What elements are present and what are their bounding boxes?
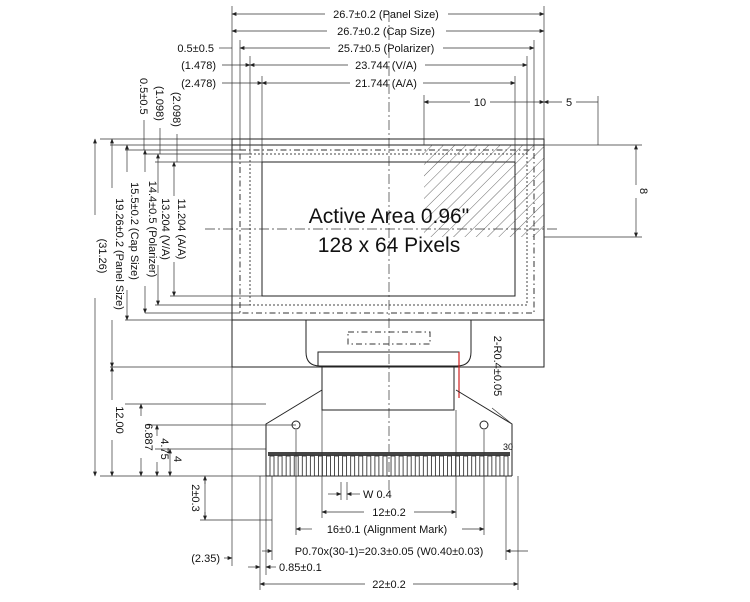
fpc-stiffener <box>321 365 455 411</box>
dim-235: (2.35) <box>191 553 220 565</box>
fpc-tail <box>265 389 513 477</box>
dim-panel-size: 26.7±0.2 (Panel Size) <box>333 9 439 21</box>
pin-14 <box>374 455 380 477</box>
dim-va: 23.744 (V/A) <box>355 60 417 72</box>
dim-22: 22±0.2 <box>372 579 406 591</box>
pin-30 <box>503 455 509 477</box>
pin-26 <box>471 455 477 477</box>
dim-aa-offset: (2.478) <box>181 78 216 90</box>
dim-left-cap: 15.5±0.2 (Cap Size) <box>128 182 140 280</box>
pin-15 <box>382 455 388 477</box>
pin-22 <box>439 455 444 477</box>
dim-corner-radius: 2-R0.4±0.05 <box>491 336 503 396</box>
pin-12 <box>358 455 364 477</box>
dim-12: 12±0.2 <box>372 507 406 519</box>
dim-left-total: (31.26) <box>96 239 108 274</box>
alignment-mark-right <box>479 420 489 430</box>
pin-10 <box>342 455 348 477</box>
pin-header-band <box>268 452 510 456</box>
driver-ic-outline <box>347 331 431 345</box>
dim-left-va-offset: (1.098) <box>153 86 165 121</box>
dim-aa: 21.744 (A/A) <box>355 78 417 90</box>
dim-left-aa-offset: (2.098) <box>170 92 182 127</box>
dim-pitch: P0.70x(30-1)=20.3±0.05 (W0.40±0.03) <box>295 546 484 558</box>
dim-cap-size: 26.7±0.2 (Cap Size) <box>337 26 435 38</box>
pin-3 <box>285 455 291 477</box>
dim-w: W 0.4 <box>363 489 392 501</box>
pin-8 <box>326 455 331 477</box>
fpc-bond-area <box>305 319 472 367</box>
dim-left-panel: 19.26±0.2 (Panel Size) <box>113 198 125 310</box>
hatch-zone <box>424 145 544 237</box>
dim-hatch-height: 8 <box>637 188 649 194</box>
pin-9 <box>334 455 339 477</box>
pin-6 <box>309 455 315 477</box>
dim-left-pol-offset: 0.5±0.5 <box>137 78 149 115</box>
dim-fpc-length: 12.00 <box>113 406 125 434</box>
dim-6887: 6.887 <box>142 423 154 451</box>
pin-21 <box>430 455 436 477</box>
pin-7 <box>318 455 323 477</box>
pin-24 <box>455 455 460 477</box>
bottom-dimensions: 2±0.3 W 0.4 12±0.2 16±0.1 (Alignment Mar… <box>189 367 528 591</box>
dim-hatch-width: 10 <box>474 97 486 109</box>
dim-va-offset: (1.478) <box>181 60 216 72</box>
pixel-count: 128 x 64 Pixels <box>318 234 460 257</box>
polarizer-outline <box>239 149 535 314</box>
dim-085: 0.85±0.1 <box>279 562 322 574</box>
pin-20 <box>422 455 428 477</box>
dim-left-aa: 11.204 (A/A) <box>175 199 187 260</box>
dim-475: 4.75 <box>158 438 170 459</box>
pin-5 <box>301 455 307 477</box>
dim-polarizer: 25.7±0.5 (Polarizer) <box>338 43 435 55</box>
pin-16 <box>390 455 396 477</box>
active-area-title: Active Area 0.96" <box>309 205 469 228</box>
pin-13 <box>366 455 372 477</box>
right-dimensions: 8 2-R0.4±0.05 <box>491 144 649 425</box>
left-dimensions: 11.204 (A/A) 13.204 (V/A) 14.4±0.5 (Pola… <box>93 78 296 477</box>
dim-hatch-margin: 5 <box>566 97 572 109</box>
dim-polarizer-offset: 0.5±0.5 <box>177 43 214 55</box>
fpc-neck <box>317 351 460 366</box>
pin-30-label: 30 <box>503 442 513 452</box>
pin-28 <box>487 455 493 477</box>
dim-left-polarizer: 14.4±0.5 (Polarizer) <box>146 181 158 278</box>
pin-25 <box>463 455 469 477</box>
pin-11 <box>350 455 356 477</box>
dim-alignment: 16±0.1 (Alignment Mark) <box>327 524 447 536</box>
pin-row <box>268 452 510 477</box>
pin-27 <box>479 455 485 477</box>
dim-4: 4 <box>171 456 183 462</box>
pin-17 <box>398 455 404 477</box>
top-dimensions: 26.7±0.2 (Panel Size) 26.7±0.2 (Cap Size… <box>177 6 599 162</box>
dim-left-va: 13.204 (V/A) <box>159 198 171 260</box>
pin-29 <box>495 455 501 477</box>
pin-1 <box>269 455 275 477</box>
dim-2: 2±0.3 <box>189 484 201 511</box>
pin-19 <box>414 455 420 477</box>
pin-23 <box>447 455 452 477</box>
pin-2 <box>277 455 283 477</box>
pin-18 <box>406 455 412 477</box>
